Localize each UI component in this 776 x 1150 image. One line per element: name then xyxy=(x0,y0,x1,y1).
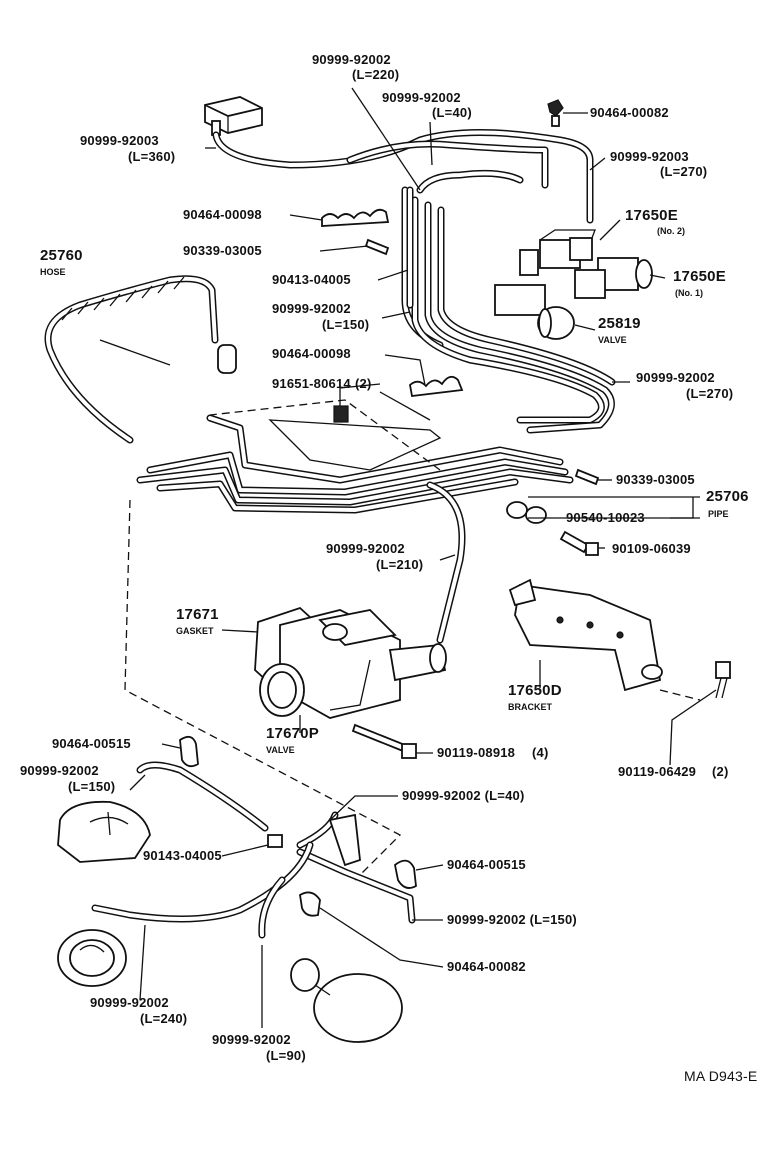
label-90143-04005: 90143-04005 xyxy=(143,848,222,863)
vacuum-diaphragm-lower xyxy=(290,958,403,1043)
label-25760-sub: HOSE xyxy=(40,267,66,277)
label-90119-06429: 90119-06429 xyxy=(618,764,697,779)
label-90464-00098-a: 90464-00098 xyxy=(183,207,262,222)
bracket-17650D xyxy=(508,578,663,692)
egr-valve-17670P xyxy=(259,609,447,719)
label-90999-92003-L270: 90999-92003 xyxy=(610,149,689,164)
label-90999-92003-L360: 90999-92003 xyxy=(80,133,159,148)
label-25819: 25819 xyxy=(598,315,641,332)
label-17671-sub: GASKET xyxy=(176,626,214,636)
clip-row-upper xyxy=(321,208,390,227)
label-90999-92002-L40-top: 90999-92002 xyxy=(382,90,461,105)
label-25760: 25760 xyxy=(40,247,83,264)
clip-90464-00515-a xyxy=(179,735,199,768)
label-91651-80614: 91651-80614 xyxy=(272,376,351,391)
reference-dashes xyxy=(124,399,701,881)
label-17670P: 17670P xyxy=(266,725,319,742)
label-90999-92002-L240-length: (L=240) xyxy=(140,1011,188,1026)
vacuum-diaphragm-left xyxy=(57,929,127,987)
label-90999-92003-L360-length: (L=360) xyxy=(128,149,176,164)
lower-hoses xyxy=(91,761,416,939)
top-sensor-box xyxy=(204,96,263,136)
pin-small-b xyxy=(574,468,600,486)
label-90999-92002-L40-top-length: (L=40) xyxy=(432,105,472,120)
label-25706: 25706 xyxy=(706,488,749,505)
label-90464-00082-top: 90464-00082 xyxy=(590,105,669,120)
label-25706-sub: PIPE xyxy=(708,509,729,519)
label-90999-92002-L150-c: 90999-92002 (L=150) xyxy=(447,912,577,927)
bolt-90119-08918 xyxy=(351,723,417,759)
label-90339-03005-b: 90339-03005 xyxy=(616,472,695,487)
label-90999-92002-L220: 90999-92002 xyxy=(312,52,391,67)
pin-small-a xyxy=(364,238,390,256)
vsv-valves xyxy=(494,229,653,340)
clip-row-lower xyxy=(409,375,464,397)
label-17650E-no1: 17650E xyxy=(673,268,726,285)
label-90339-03005-a: 90339-03005 xyxy=(183,243,262,258)
clamp-25706 xyxy=(506,501,547,524)
upper-hose-bundle xyxy=(212,129,616,434)
label-91651-80614-qty: (2) xyxy=(355,376,372,391)
clip-90464-00515-b xyxy=(394,859,417,889)
label-90999-92002-L270: 90999-92002 xyxy=(636,370,715,385)
label-90119-08918-qty: (4) xyxy=(532,745,549,760)
bolt-90109 xyxy=(559,530,599,556)
label-90999-92002-L150-a: 90999-92002 xyxy=(272,301,351,316)
label-90464-00515-b: 90464-00515 xyxy=(447,857,526,872)
label-90464-00098-b: 90464-00098 xyxy=(272,346,351,361)
label-90464-00082-bottom: 90464-00082 xyxy=(447,959,526,974)
label-90999-92002-L150-a-length: (L=150) xyxy=(322,317,370,332)
label-17671: 17671 xyxy=(176,606,219,623)
label-17650E-no2: 17650E xyxy=(625,207,678,224)
label-17650E-no1-sub: (No. 1) xyxy=(675,288,703,298)
label-90413-04005: 90413-04005 xyxy=(272,272,351,287)
label-90999-92002-L40-bottom: 90999-92002 (L=40) xyxy=(402,788,525,803)
grommet xyxy=(333,405,349,423)
label-90540-10023: 90540-10023 xyxy=(566,510,645,525)
label-90999-92002-L90: 90999-92002 xyxy=(212,1032,291,1047)
label-90999-92002-L210-length: (L=210) xyxy=(376,557,424,572)
label-90464-00515-a: 90464-00515 xyxy=(52,736,131,751)
label-90999-92002-L150-b-length: (L=150) xyxy=(68,779,116,794)
label-90999-92003-L270-length: (L=270) xyxy=(660,164,708,179)
label-90999-92002-L240: 90999-92002 xyxy=(90,995,169,1010)
label-90109-06039: 90109-06039 xyxy=(612,541,691,556)
hose-L210 xyxy=(426,481,466,644)
leader-lines xyxy=(129,87,717,1028)
pipe-assembly xyxy=(136,414,574,514)
label-25819-sub: VALVE xyxy=(598,335,627,345)
label-90999-92002-L150-b: 90999-92002 xyxy=(20,763,99,778)
label-17650D: 17650D xyxy=(508,682,562,699)
label-90999-92002-L210: 90999-92002 xyxy=(326,541,405,556)
label-90999-92002-L220-length: (L=220) xyxy=(352,67,400,82)
label-17650E-no2-sub: (No. 2) xyxy=(657,226,685,236)
label-90999-92002-L90-length: (L=90) xyxy=(266,1048,306,1063)
label-17650D-sub: BRACKET xyxy=(508,702,552,712)
hose-25760 xyxy=(44,275,237,444)
clip-90464-00082-bottom xyxy=(299,891,321,917)
clip-top xyxy=(547,99,564,127)
bolt-90119-06429 xyxy=(715,661,731,699)
label-90119-08918: 90119-08918 xyxy=(437,745,516,760)
diagram-reference-code: MA D943-E xyxy=(684,1068,758,1084)
label-17670P-sub: VALVE xyxy=(266,745,295,755)
label-90999-92002-L270-length: (L=270) xyxy=(686,386,734,401)
lower-dashpot xyxy=(57,800,151,863)
label-90119-06429-qty: (2) xyxy=(712,764,729,779)
